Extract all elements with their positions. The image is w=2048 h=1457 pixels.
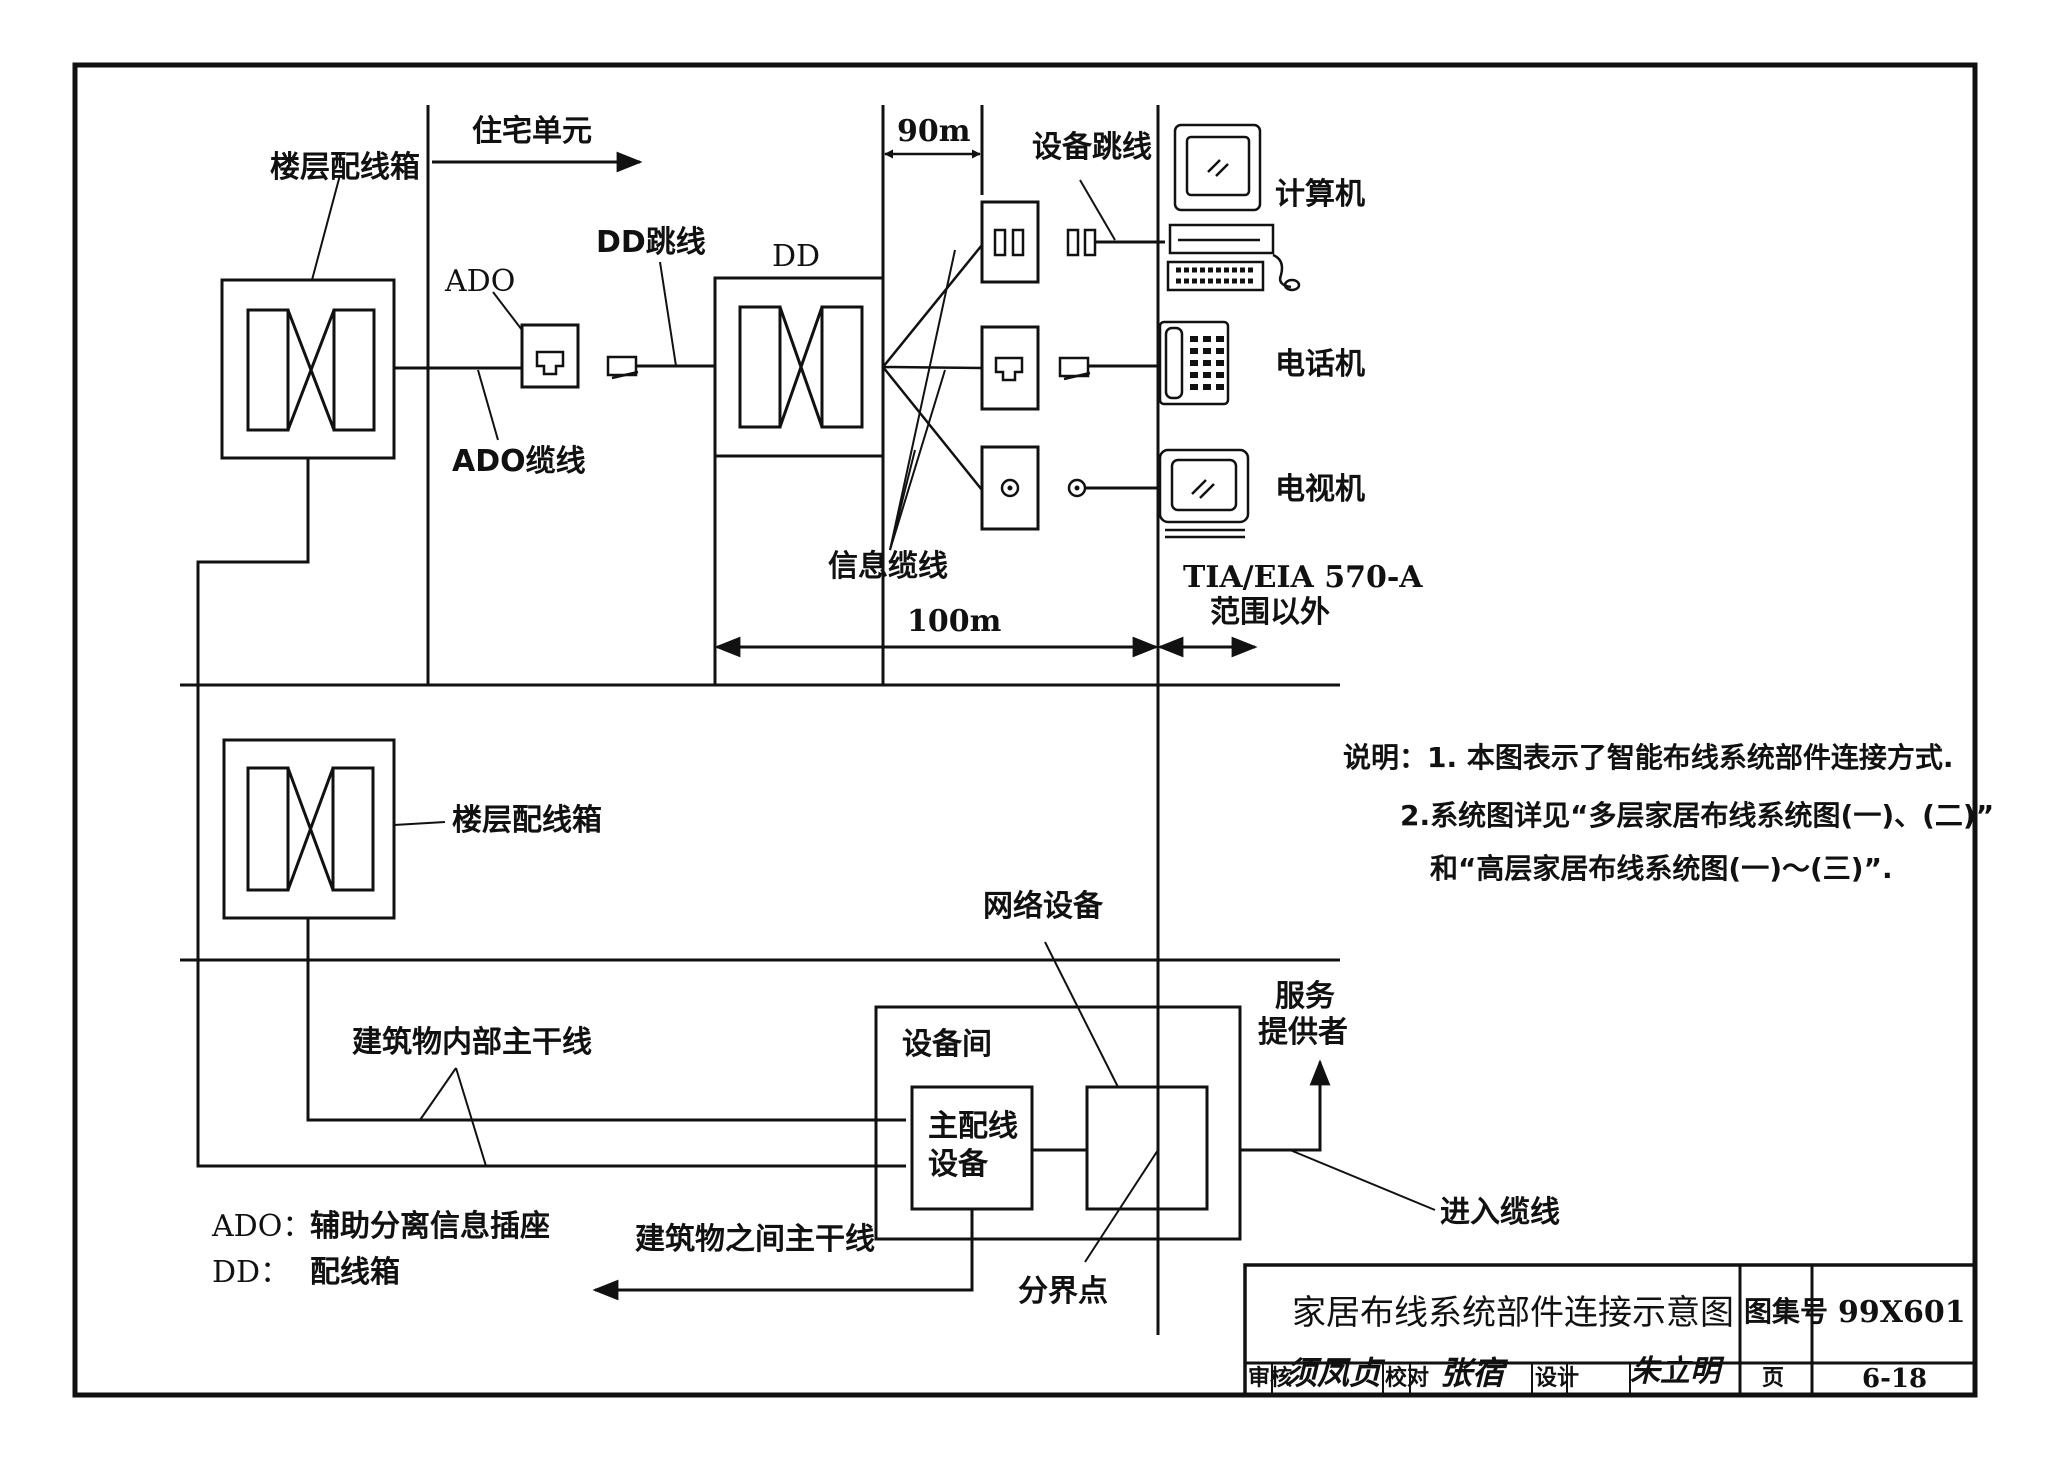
floor-box-bottom-label: 楼层配线箱: [452, 803, 602, 838]
legend-ado-desc: 辅助分离信息插座: [310, 1209, 550, 1244]
dd-box: [713, 276, 885, 458]
main-distribution-label-1: 主配线: [928, 1109, 1018, 1144]
network-equipment-box: [1085, 1085, 1209, 1211]
service-provider-label-2: 提供者: [1258, 1015, 1348, 1050]
demarcation-leader: [1084, 1149, 1159, 1263]
entrance-cable-leader: [1289, 1149, 1436, 1211]
computer-label: 计算机: [1275, 177, 1365, 212]
notes-line-3: 和“高层家居布线系统图(一)～(三)”.: [1430, 852, 1893, 885]
dim-90m-label: 90m: [897, 114, 971, 149]
backbone-label-leaders: [419, 1067, 487, 1167]
equipment-room-box: [874, 1005, 1242, 1241]
main-distribution-label-2: 设备: [928, 1147, 988, 1182]
equipment-room-label: 设备间: [902, 1027, 992, 1062]
dd-jumper-plug-icon: [606, 355, 715, 380]
out-of-scope-label: 范围以外: [1210, 595, 1330, 630]
info-cable-leaders: [889, 249, 956, 551]
tv-icon: [1158, 448, 1250, 539]
title-block: [1243, 1263, 1977, 1397]
demarcation-point-label: 分界点: [1018, 1274, 1108, 1309]
dd-label: DD: [772, 239, 821, 274]
design-signature: 朱立明: [1630, 1354, 1720, 1389]
equipment-patch-cord: [1066, 228, 1165, 257]
info-cable-label: 信息缆线: [828, 549, 948, 584]
review-signature: 须凤贞: [1285, 1354, 1382, 1392]
floor-box-top-label: 楼层配线箱: [270, 150, 420, 185]
entrance-cable-label: 进入缆线: [1440, 1195, 1560, 1230]
tv-label: 电视机: [1275, 472, 1365, 507]
data-outlet-icon: [980, 200, 1040, 284]
service-provider-label-1: 服务: [1275, 979, 1335, 1014]
review-label: 审核: [1248, 1366, 1293, 1391]
telephone-label: 电话机: [1275, 347, 1365, 382]
tv-patch-cord: [1067, 478, 1160, 498]
atlas-number-value: 99X601: [1838, 1295, 1966, 1330]
equip-jumper-label: 设备跳线: [1032, 130, 1152, 165]
design-label: 设计: [1535, 1366, 1580, 1391]
floor-distribution-box-bottom: [222, 738, 396, 920]
floor-box-top-leader: [311, 174, 341, 281]
ado-cable-leader: [477, 369, 499, 441]
inter-building-backbone: [592, 1209, 974, 1301]
standard-label: TIA/EIA 570-A: [1183, 560, 1423, 595]
ado-outlet-icon: [520, 323, 580, 389]
dd-jumper-leader: [659, 261, 677, 367]
drawing-frame: [72, 62, 1978, 1398]
check-signature: 张宿: [1440, 1354, 1505, 1392]
notes-line-2: 2.系统图详见“多层家居布线系统图(一)、(二)”: [1400, 799, 1995, 832]
coax-outlet-icon: [980, 445, 1040, 531]
phone-outlet-icon: [980, 325, 1040, 411]
info-cables: [882, 244, 983, 491]
ado-cable-label: ADO缆线: [452, 444, 586, 479]
equip-jumper-leader: [1079, 179, 1116, 241]
backbone-top-box: [196, 458, 906, 1168]
ado-label: ADO: [445, 264, 516, 299]
telephone-icon: [1158, 320, 1230, 406]
backbone-bottom-box: [306, 918, 906, 1122]
ado-label-leader: [492, 291, 523, 331]
phone-patch-cord: [1058, 356, 1160, 381]
atlas-number-label: 图集号: [1744, 1295, 1829, 1328]
entrance-cable: [1240, 1059, 1331, 1152]
page-label: 页: [1762, 1366, 1785, 1391]
dd-jumper-label: DD跳线: [596, 225, 706, 260]
network-equipment-leader: [1044, 941, 1119, 1088]
network-equipment-label: 网络设备: [983, 889, 1103, 924]
page-number: 6-18: [1862, 1364, 1928, 1394]
dim-100m-label: 100m: [907, 604, 1002, 639]
inter-building-backbone-label: 建筑物之间主干线: [635, 1222, 875, 1257]
check-label: 校对: [1385, 1366, 1430, 1391]
floor-distribution-box-top: [220, 278, 396, 460]
legend-ado-term: ADO：: [212, 1209, 313, 1244]
legend-dd-term: DD：: [212, 1255, 291, 1290]
computer-icon: [1166, 123, 1301, 292]
drawing-title: 家居布线系统部件连接示意图: [1292, 1293, 1734, 1333]
building-internal-backbone-label: 建筑物内部主干线: [352, 1025, 592, 1060]
residence-unit-label: 住宅单元: [472, 114, 592, 149]
floor-box-bottom-leader: [393, 821, 446, 826]
legend-dd-desc: 配线箱: [310, 1255, 400, 1290]
notes-line-1: 说明：1. 本图表示了智能布线系统部件连接方式.: [1343, 741, 1954, 774]
